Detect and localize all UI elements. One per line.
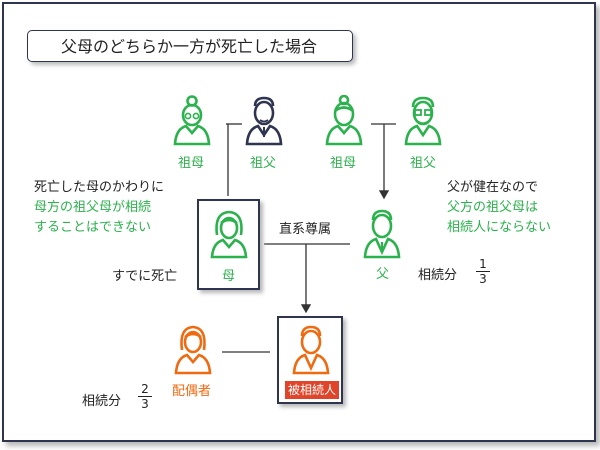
spouse-share-numerator: 2: [141, 382, 149, 396]
relation-label: 直系尊属: [279, 222, 332, 237]
decedent-label: 被相続人: [285, 381, 339, 399]
left-note-line3: することはできない: [34, 220, 152, 235]
father-label: 父: [376, 267, 390, 282]
left-note-line2: 母方の祖父母が相続: [34, 200, 152, 215]
mother-status: すでに死亡: [112, 269, 178, 284]
father-icon: [363, 209, 401, 259]
grandfather-icon: [245, 96, 283, 146]
right-note-line3: 相続人にならない: [447, 220, 552, 235]
grandfather-glasses-icon: [404, 96, 442, 146]
mother-icon: [210, 210, 248, 259]
spouse-share-denominator: 3: [141, 397, 149, 411]
grandfather-paternal-label: 祖父: [410, 156, 437, 171]
right-note: 父が健在なので 父方の祖父母は 相続人にならない: [447, 178, 551, 238]
spouse-share-fraction: 2 3: [138, 383, 152, 410]
fraction-bar: [476, 271, 490, 272]
grandmother-icon: [325, 95, 363, 146]
grandmother-maternal-label: 祖母: [178, 156, 205, 171]
spouse-share-label: 相続分: [82, 394, 122, 409]
father-share-label: 相続分: [418, 268, 458, 283]
father-share-denominator: 3: [479, 272, 487, 286]
grandmother-paternal-label: 祖母: [330, 156, 357, 171]
father-share-numerator: 1: [479, 257, 487, 271]
spouse-label: 配偶者: [172, 384, 212, 399]
fraction-bar: [138, 396, 152, 397]
father-share-fraction: 1 3: [476, 258, 490, 285]
grandfather-maternal-label: 祖父: [250, 156, 277, 171]
page-title: 父母のどちらか一方が死亡した場合: [61, 37, 318, 56]
title-box: 父母のどちらか一方が死亡した場合: [27, 30, 353, 62]
left-note: 死亡した母のかわりに 母方の祖父母が相続 することはできない: [34, 178, 164, 238]
right-note-line1: 父が健在なので: [447, 180, 539, 195]
grandmother-icon: [173, 95, 211, 146]
left-note-line1: 死亡した母のかわりに: [34, 180, 165, 195]
spouse-icon: [174, 325, 212, 375]
mother-label: 母: [222, 269, 236, 284]
right-note-line2: 父方の祖父母は: [447, 200, 539, 215]
decedent-icon: [292, 325, 330, 375]
mother-box: 母: [197, 199, 260, 290]
